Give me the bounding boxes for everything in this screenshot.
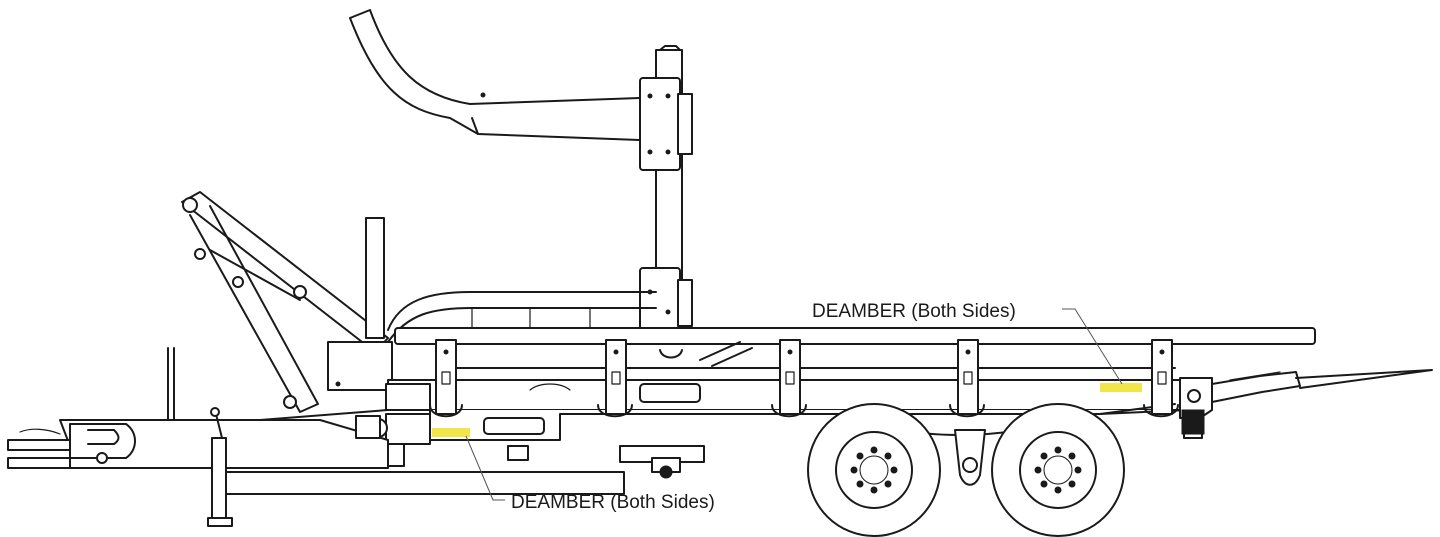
- vertical-post: [639, 45, 693, 333]
- bed-rail: [394, 327, 1316, 367]
- stake-pocket: [1143, 339, 1179, 418]
- left-loader-arm: [181, 191, 389, 413]
- wheels: [807, 403, 1125, 537]
- stake-pocket: [949, 339, 985, 418]
- rear-assembly: [1179, 369, 1433, 439]
- stake-pocket: [597, 339, 633, 418]
- decal-highlights: [432, 383, 1142, 437]
- stake-pockets: [429, 339, 1179, 418]
- jack-stand: [207, 407, 233, 527]
- front-wheel: [807, 403, 941, 537]
- frame-components: [355, 415, 705, 479]
- callout-label-front: DEAMBER (Both Sides): [511, 492, 715, 513]
- front-stake: [327, 217, 393, 391]
- callout-label-rear: DEAMBER (Both Sides): [812, 301, 1016, 322]
- leader-line-rear: [1062, 308, 1123, 385]
- upper-boom-arm: [349, 9, 641, 141]
- decal-highlight-rear: [1100, 383, 1142, 392]
- stake-pocket: [771, 339, 807, 418]
- leader-line-front: [465, 435, 505, 501]
- rear-wheel: [991, 403, 1125, 537]
- callout-leaders: [465, 308, 1123, 501]
- decal-highlight-front: [432, 428, 470, 437]
- stake-pocket: [429, 339, 463, 418]
